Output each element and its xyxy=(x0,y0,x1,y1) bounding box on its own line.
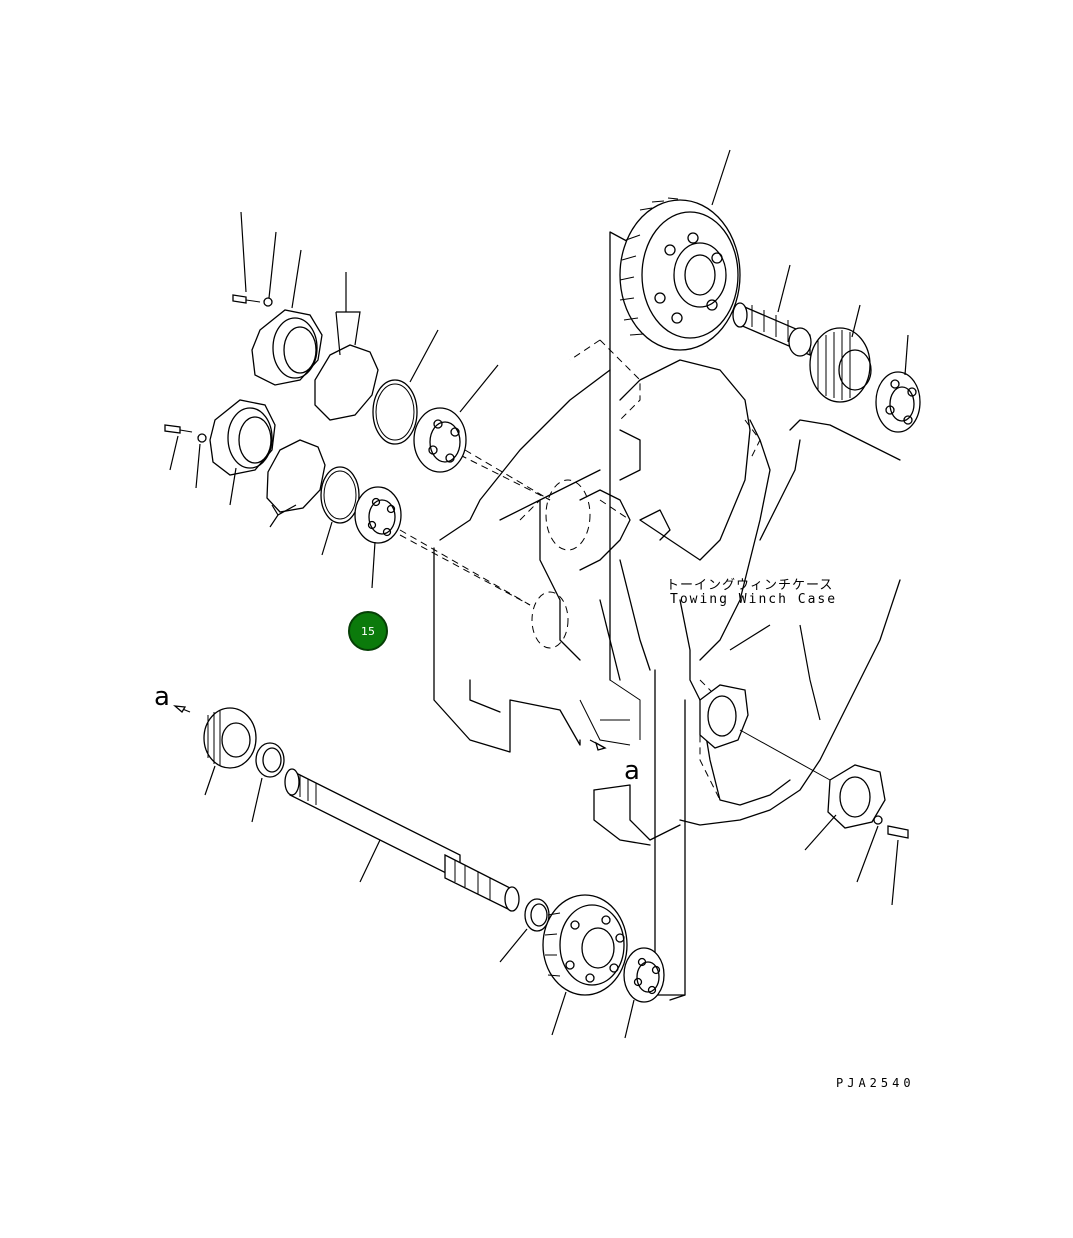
callout-number: 15 xyxy=(361,624,375,638)
callout-badge-15[interactable]: 15 xyxy=(348,611,388,651)
hidden-lines xyxy=(399,339,761,801)
upper-shaft-assembly xyxy=(732,302,921,433)
large-gear-upper xyxy=(619,197,741,351)
winch-case-outline xyxy=(433,231,901,1001)
leader-lines xyxy=(169,149,909,1039)
lower-shaft-assembly xyxy=(173,705,665,1003)
reference-mark-right: a xyxy=(624,756,640,786)
drawing-code: PJA2540 xyxy=(836,1076,915,1090)
lower-cover-assembly xyxy=(164,399,531,606)
case-label-japanese: トーイングウィンチケース xyxy=(666,578,834,593)
reference-mark-left: a xyxy=(154,682,170,712)
side-plate-assembly xyxy=(699,684,909,839)
upper-cover-assembly xyxy=(232,294,551,501)
case-label-english: Towing Winch Case xyxy=(670,592,838,607)
